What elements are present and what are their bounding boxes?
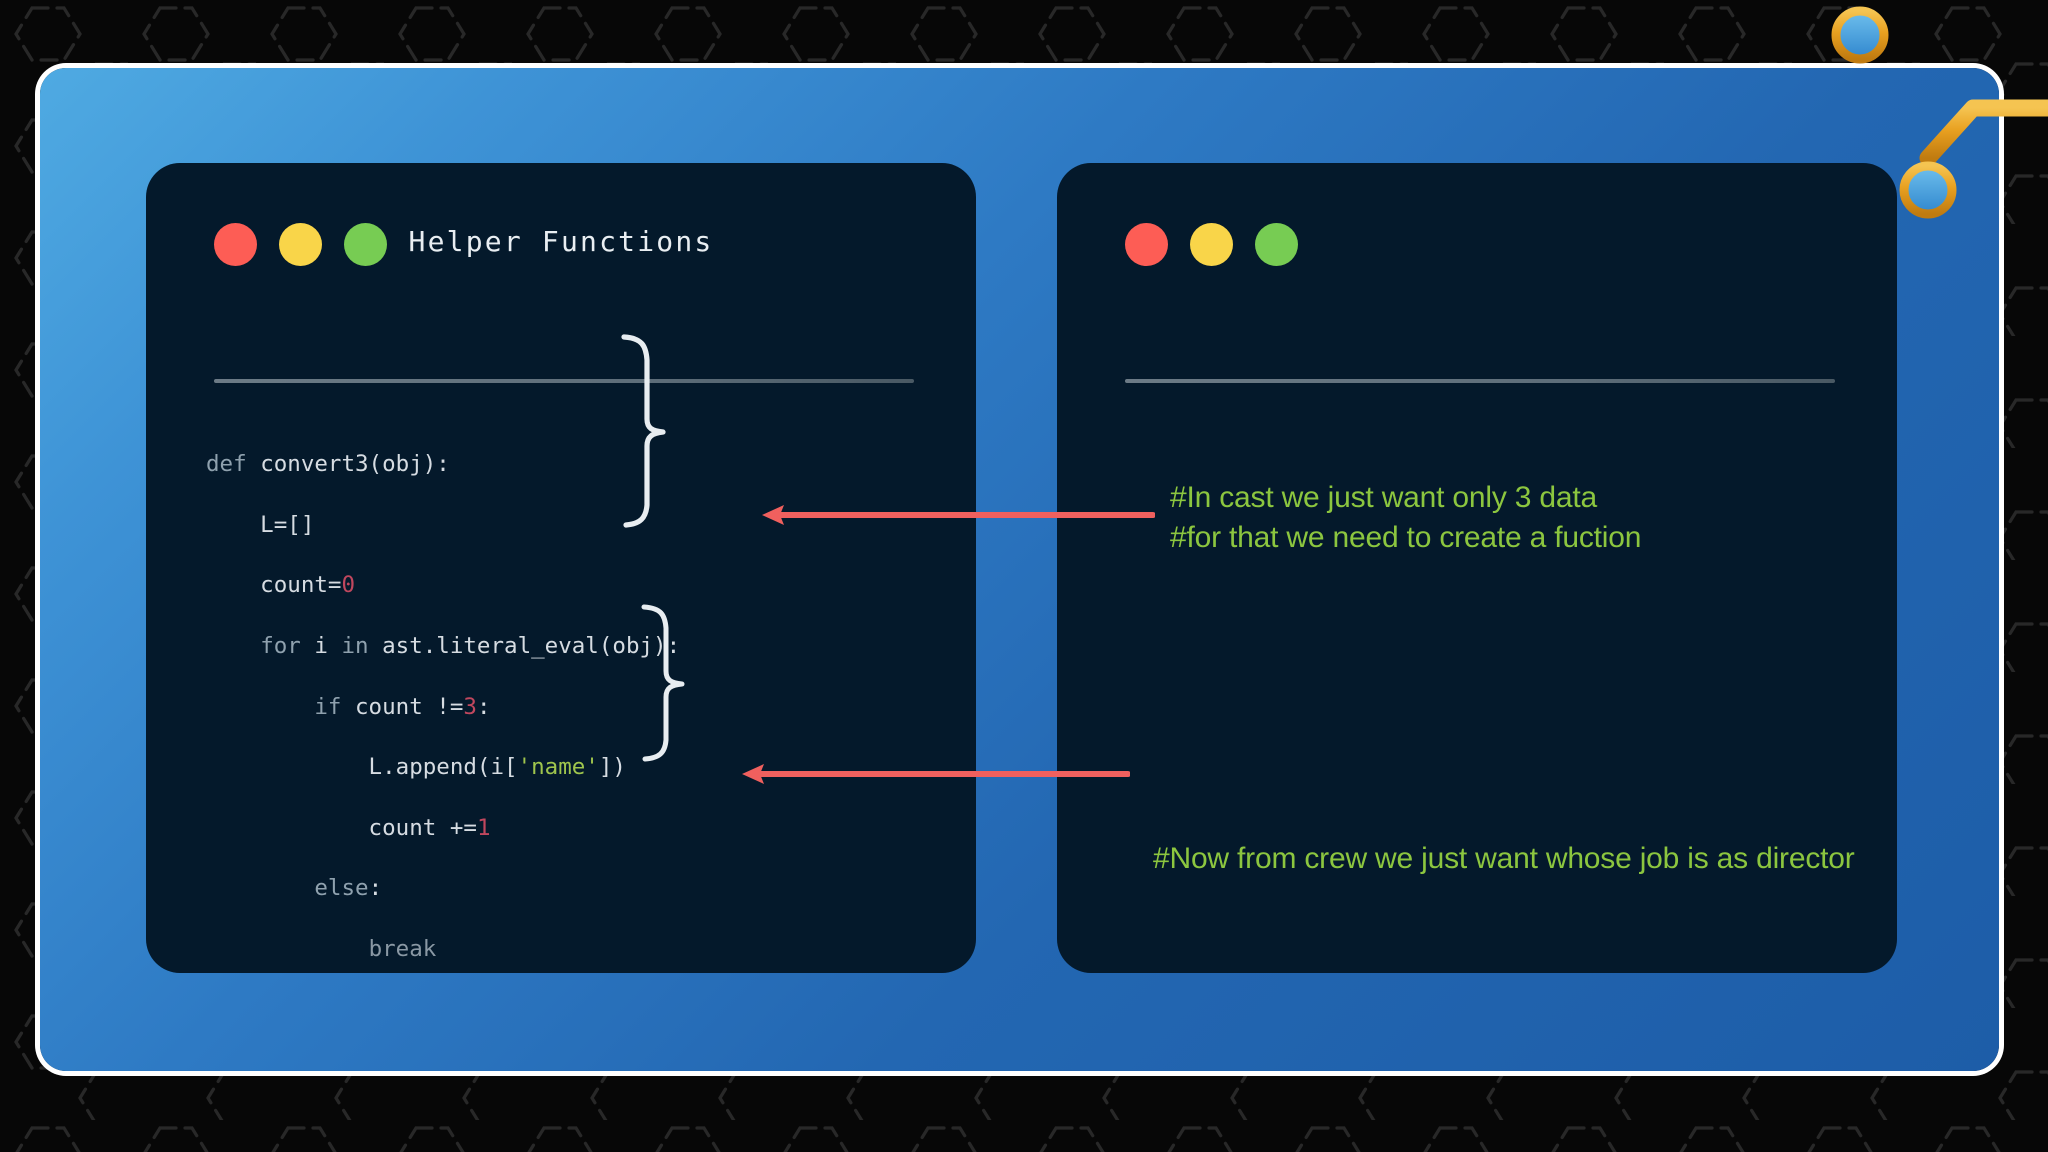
arrow-to-convert3 — [760, 501, 1155, 529]
annotation-cast-line-2: #for that we need to create a fuction — [1170, 521, 1642, 554]
code-line: def convert3(obj): — [206, 451, 450, 478]
panel-divider-right — [1125, 379, 1835, 383]
minimize-yellow-dot[interactable] — [1190, 223, 1233, 266]
brace-convert3 — [616, 333, 686, 528]
annotation-cast: #In cast we just want only 3 data #for t… — [1170, 478, 1641, 558]
annotation-crew: #Now from crew we just want whose job is… — [1153, 839, 1855, 879]
panel-divider-left — [214, 379, 914, 383]
close-red-dot[interactable] — [214, 223, 257, 266]
code-line: count +=1 — [206, 814, 491, 841]
code-line: count=0 — [206, 572, 356, 599]
slide-canvas: Helper Functions def convert3(obj): L=[]… — [40, 68, 1999, 1071]
code-panel-left: Helper Functions def convert3(obj): L=[]… — [146, 163, 976, 973]
code-line: for i in ast.literal_eval(obj): — [260, 633, 681, 660]
code-line: if count !=3: — [314, 693, 491, 720]
window-controls-right — [1125, 223, 1298, 266]
code-line: break — [368, 936, 437, 963]
maximize-green-dot[interactable] — [344, 223, 387, 266]
annotation-crew-line-1: #Now from crew we just want whose job is… — [1153, 842, 1855, 875]
close-red-dot[interactable] — [1125, 223, 1168, 266]
code-line: else: — [314, 875, 383, 902]
brace-fetch-director — [636, 603, 706, 763]
arrow-to-fetch-director — [740, 760, 1130, 788]
maximize-green-dot[interactable] — [1255, 223, 1298, 266]
code-panel-right — [1057, 163, 1897, 973]
code-line: L.append(i['name']) — [206, 754, 626, 781]
window-controls-left — [214, 223, 387, 266]
circuit-decoration — [1748, 0, 2048, 320]
annotation-cast-line-1: #In cast we just want only 3 data — [1170, 481, 1597, 514]
code-line: L=[] — [206, 511, 315, 538]
circuit-node-icon — [1899, 161, 1957, 219]
minimize-yellow-dot[interactable] — [279, 223, 322, 266]
page-title: Helper Functions — [408, 225, 714, 258]
code-block-helper-functions: def convert3(obj): L=[] count=0 for i in… — [206, 419, 946, 973]
circuit-node-icon — [1831, 6, 1889, 64]
